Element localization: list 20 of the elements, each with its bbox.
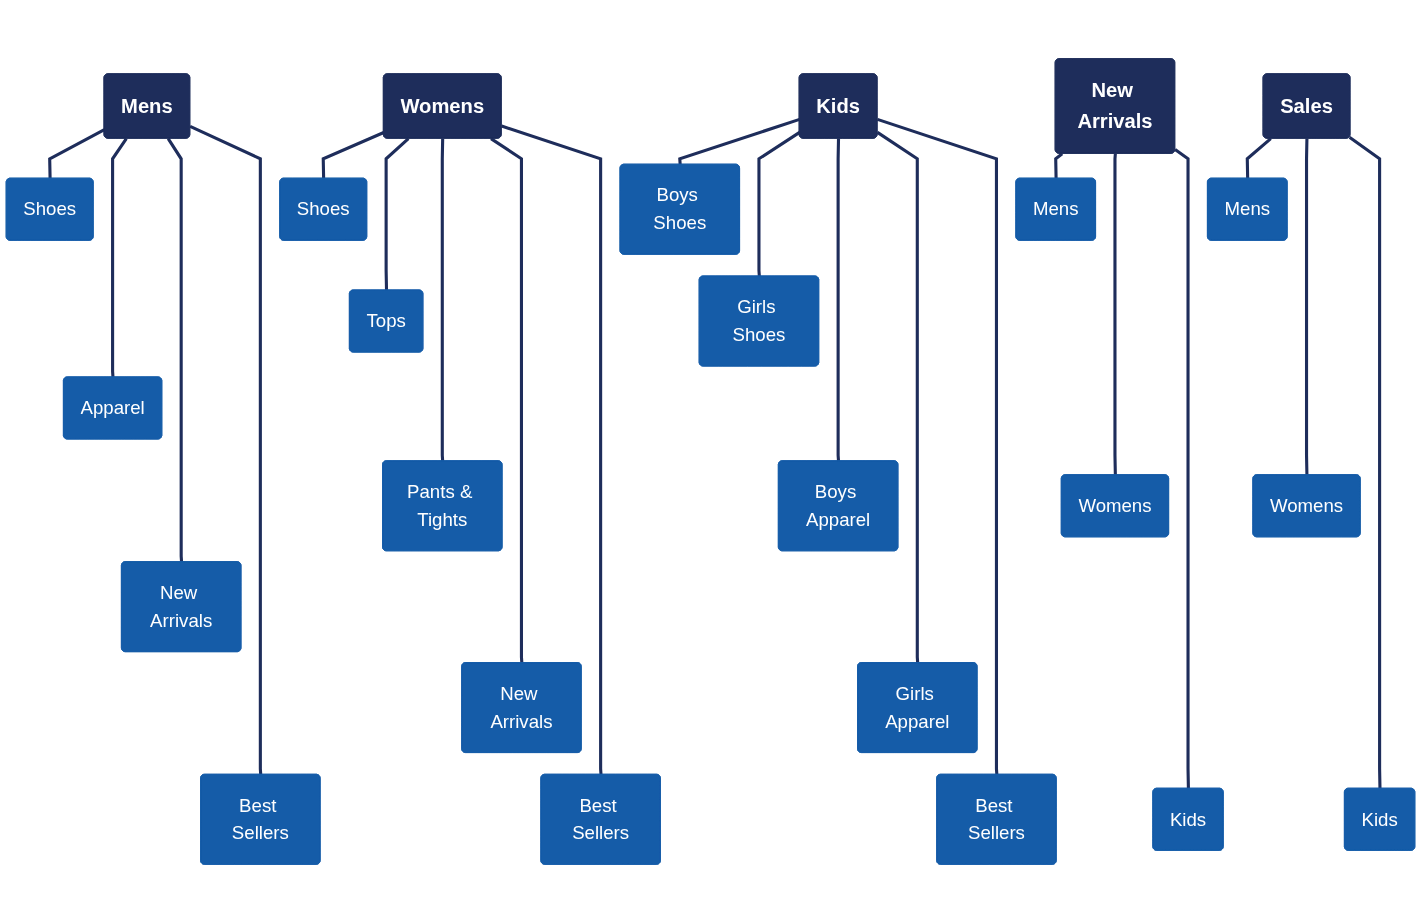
connector bbox=[384, 137, 410, 291]
connector bbox=[1113, 153, 1117, 476]
connector bbox=[48, 128, 106, 179]
connector bbox=[166, 137, 184, 563]
connector bbox=[501, 124, 603, 775]
connector bbox=[321, 131, 385, 179]
connector bbox=[111, 137, 128, 378]
connector bbox=[440, 138, 445, 462]
connector bbox=[876, 117, 999, 775]
connector bbox=[757, 131, 801, 277]
connector bbox=[876, 131, 920, 663]
connector bbox=[189, 124, 263, 775]
connector bbox=[1305, 138, 1309, 476]
connector bbox=[678, 117, 801, 165]
connector bbox=[490, 137, 524, 663]
connector bbox=[1174, 148, 1190, 789]
connector bbox=[1348, 135, 1382, 789]
connector bbox=[1245, 137, 1272, 179]
connector bbox=[836, 138, 841, 462]
connector bbox=[1054, 152, 1064, 179]
